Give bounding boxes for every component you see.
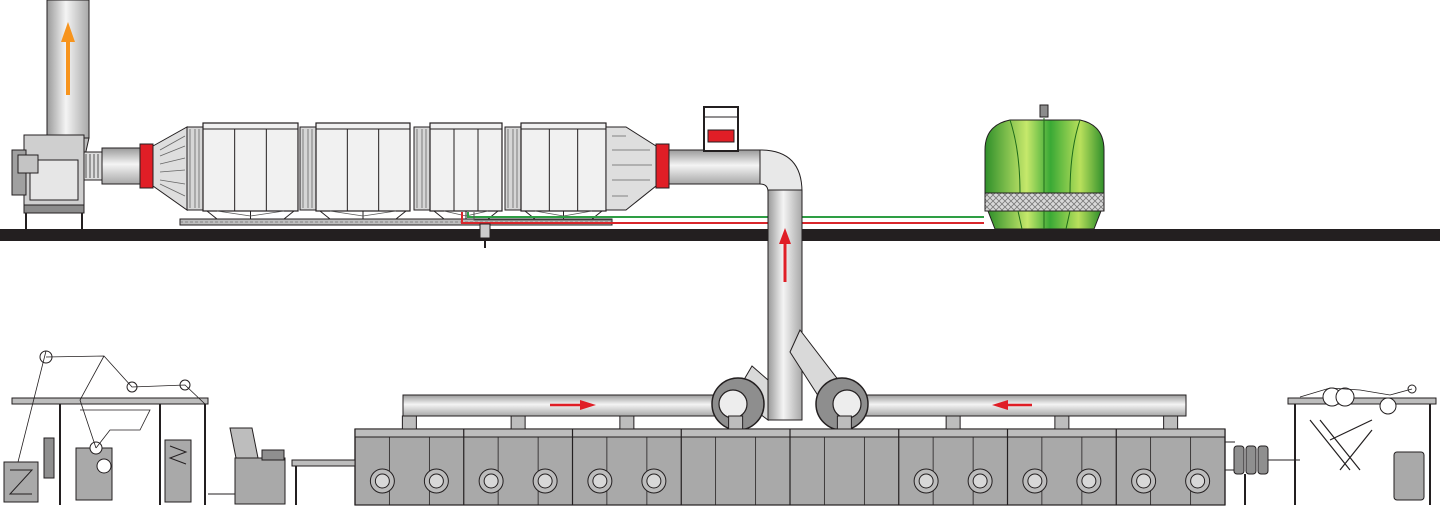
cooling-water-pipes [461,212,984,248]
oven-chamber [680,415,757,505]
cooling-tower-icon [984,104,1105,230]
treatment-module [413,122,503,220]
oven-chamber [898,415,993,505]
treatment-module [299,122,411,220]
exhaust-fan-with-motor-icon [11,134,103,229]
treatment-module [186,122,299,220]
oven-chambers [354,415,1226,505]
floor-slab [0,229,1440,241]
oven-chamber [571,415,667,505]
oven-chamber [354,415,449,505]
exhaust-riser-duct-icon [668,106,803,421]
oven-chamber [789,415,865,505]
outlet-cone [605,126,657,211]
oven-chamber [463,415,558,505]
fan-inlet-flange [139,143,154,189]
treatment-module [504,122,607,220]
oven-chamber [1115,415,1211,505]
collector-ducts [402,394,1187,417]
treatment-modules [186,122,607,220]
exhaust-fans [711,329,869,431]
oven-chamber [1006,415,1102,505]
fan-inlet-duct [101,147,143,185]
fabric-take-up-machine-icon [1225,384,1437,505]
outlet-flange [655,143,670,189]
fabric-feed-machine-icon [3,350,356,505]
